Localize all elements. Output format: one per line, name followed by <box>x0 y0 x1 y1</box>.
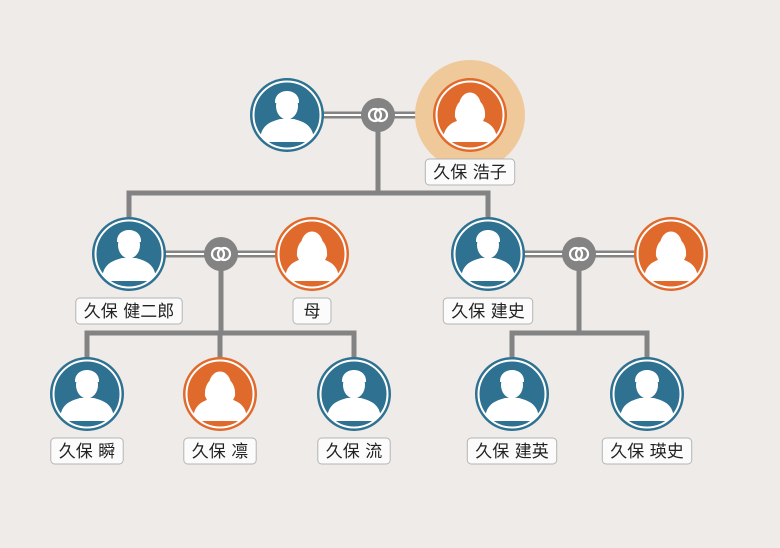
person-node-shun[interactable]: 久保 瞬 <box>50 357 124 465</box>
person-name: 久保 建英 <box>475 442 548 462</box>
person-node-kenei[interactable]: 久保 建英 <box>466 357 558 465</box>
person-node-kenjiro[interactable]: 久保 健二郎 <box>75 217 183 325</box>
marriage-knot-icon <box>204 237 238 271</box>
male-person-icon <box>327 370 381 421</box>
person-name: 久保 健二郎 <box>84 302 174 322</box>
female-person-icon <box>443 92 497 142</box>
person-name: 久保 浩子 <box>433 163 506 183</box>
avatar-ring <box>52 359 122 429</box>
female-person-icon <box>285 231 339 281</box>
person-node-grandfather[interactable] <box>250 78 324 152</box>
person-name-label: 久保 建史 <box>442 297 534 325</box>
male-person-icon <box>102 230 156 281</box>
person-node-grandmother[interactable]: 久保 浩子 <box>415 60 525 186</box>
person-name-label: 久保 健二郎 <box>75 297 183 325</box>
male-person-icon <box>461 230 515 281</box>
person-node-ryu[interactable]: 久保 流 <box>317 357 391 465</box>
avatar-ring <box>252 80 322 150</box>
avatar-ring <box>477 359 547 429</box>
person-node-kenji[interactable]: 久保 建史 <box>442 217 534 325</box>
person-name: 久保 凛 <box>192 442 248 462</box>
person-node-mother[interactable]: 母 <box>275 217 349 325</box>
person-name: 久保 瑛史 <box>610 442 683 462</box>
avatar-ring <box>319 359 389 429</box>
person-name-label: 久保 瞬 <box>50 437 124 465</box>
person-name-label: 母 <box>292 297 332 325</box>
avatar-ring <box>612 359 682 429</box>
person-name: 久保 瞬 <box>59 442 115 462</box>
male-person-icon <box>485 370 539 421</box>
female-person-icon <box>644 231 698 281</box>
person-name-label: 久保 瑛史 <box>601 437 693 465</box>
male-person-icon <box>260 91 314 142</box>
male-person-icon <box>620 370 674 421</box>
avatar-ring <box>435 80 505 150</box>
marriage-knot-icon <box>562 237 596 271</box>
person-node-rin[interactable]: 久保 凛 <box>183 357 257 465</box>
person-name-label: 久保 浩子 <box>424 158 516 186</box>
female-person-icon <box>193 371 247 421</box>
marriage-knot-icon <box>361 98 395 132</box>
person-name: 久保 建史 <box>451 302 524 322</box>
person-node-kenji-wife[interactable] <box>634 217 708 291</box>
male-person-icon <box>60 370 114 421</box>
person-node-eishi[interactable]: 久保 瑛史 <box>601 357 693 465</box>
avatar-ring <box>185 359 255 429</box>
person-name: 母 <box>304 302 321 322</box>
avatar-ring <box>94 219 164 289</box>
person-name-label: 久保 流 <box>317 437 391 465</box>
avatar-ring <box>277 219 347 289</box>
person-name-label: 久保 建英 <box>466 437 558 465</box>
person-name-label: 久保 凛 <box>183 437 257 465</box>
avatar-ring <box>453 219 523 289</box>
marriage-hubs <box>204 98 596 271</box>
avatar-ring <box>636 219 706 289</box>
person-name: 久保 流 <box>326 442 382 462</box>
